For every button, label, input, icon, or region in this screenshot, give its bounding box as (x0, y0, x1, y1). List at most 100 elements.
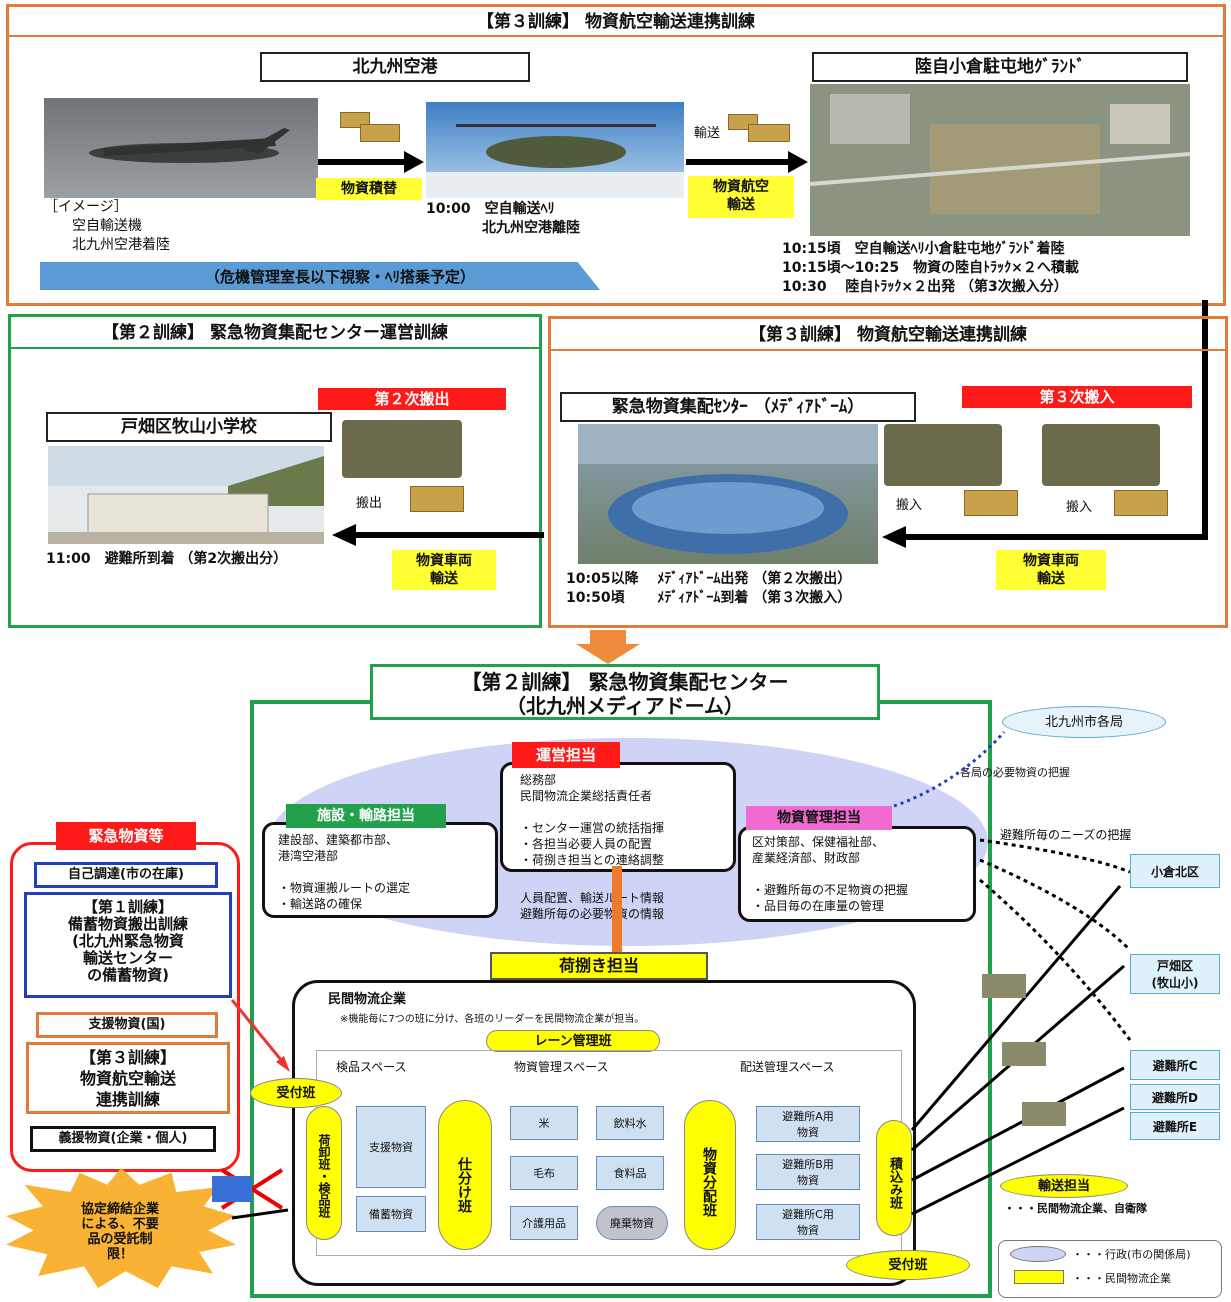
unload-team: 荷卸班・検品班 (306, 1106, 342, 1240)
lane-team: レーン管理班 (486, 1030, 660, 1052)
right-mid-panel: 【第３訓練】 物資航空輸送連携訓練 (548, 316, 1228, 628)
carry-out-label: 搬出 (356, 496, 383, 511)
handling-head: 荷捌き担当 (490, 952, 708, 980)
plane-caption: ［イメージ］ 空自輸送機 北九州空港着陸 (44, 198, 308, 260)
ground-label: 陸自小倉駐屯地ｸﾞﾗﾝﾄﾞ (812, 52, 1188, 82)
transport-team: 輸送担当 (1000, 1174, 1128, 1198)
city-bureaus: 北九州市各局 (1002, 706, 1166, 738)
dome-building-icon (578, 424, 878, 554)
sort-team: 仕分け班 (438, 1100, 492, 1250)
dome-photo (578, 424, 878, 564)
support-national: 支援物資(国) (36, 1012, 218, 1038)
vehicle-label-right: 物資車両 輸送 (996, 550, 1106, 590)
center-title: 【第２訓練】 緊急物資集配センター （北九州メディアドーム） (370, 664, 880, 720)
right-mid-title: 【第３訓練】 物資航空輸送連携訓練 (551, 319, 1225, 351)
burst-text: 協定締結企業 による、不要 品の受託制 限！ (80, 1202, 159, 1262)
arrowhead-2 (788, 151, 808, 173)
goods-space: 物資管理スペース (514, 1060, 609, 1074)
cargo-box-icon (748, 124, 790, 142)
arrowhead-1 (404, 151, 424, 173)
rice-cell: 米 (510, 1106, 578, 1140)
bureau-note: 各局の必要物資の把握 (960, 766, 1070, 779)
support-goods: 支援物資 (356, 1106, 426, 1188)
vehicle-label-left: 物資車両 輸送 (392, 550, 496, 590)
arrow-center-school (354, 532, 544, 538)
cargo-box-icon (964, 490, 1018, 516)
mgmt-body: 区対策部、保健福祉部、 産業経済部、財政部 ・避難所毎の不足物資の把握 ・品目毎… (752, 835, 909, 913)
dest-shelterE: 避難所E (1130, 1112, 1220, 1140)
truck-icon (982, 974, 1026, 998)
down-arrow-icon (576, 644, 640, 664)
reception-top: 受付班 (250, 1078, 342, 1108)
fac-body: 建設部、建築都市部、 港湾空港部 ・物資運搬ルートの選定 ・輸送路の確保 (278, 833, 411, 911)
care-cell: 介護用品 (510, 1206, 578, 1240)
left-mid-title: 【第２訓練】 緊急物資集配センター運営訓練 (11, 317, 539, 349)
cargo-box-icon (410, 486, 464, 512)
left-mid-panel: 【第２訓練】 緊急物資集配センター運営訓練 (8, 314, 542, 628)
dome-caption: 10:05以降 ﾒﾃﾞｨｱﾄﾞｰﾑ出発 （第２次搬出） 10:50頃 ﾒﾃﾞｨｱ… (566, 570, 994, 612)
water-cell: 飲料水 (596, 1106, 664, 1140)
mgmt-head: 物資管理担当 (746, 806, 892, 830)
dest-kokura: 小倉北区 (1130, 854, 1220, 888)
school-photo (48, 446, 324, 544)
legend-admin-swatch (1010, 1246, 1066, 1262)
carry-in-label-2: 搬入 (1066, 500, 1093, 515)
emergency-goods-head: 緊急物資等 (56, 822, 196, 850)
blanket-cell: 毛布 (510, 1156, 578, 1190)
aerial-photo (810, 84, 1190, 236)
dest-shelterC: 避難所C (1130, 1050, 1220, 1080)
legend-private-swatch (1014, 1270, 1064, 1284)
transport-small: 輸送 (694, 126, 721, 141)
down-arrow-shaft (590, 630, 626, 646)
arrowhead-4 (882, 526, 906, 548)
helicopter-photo (426, 102, 684, 198)
visit-banner-bg (40, 262, 600, 290)
arrow-plane-heli (318, 159, 408, 165)
food-cell: 食料品 (596, 1156, 664, 1190)
shelterB-goods: 避難所B用 物資 (756, 1154, 860, 1190)
air-transport-label: 物資航空 輸送 (688, 176, 794, 218)
arrow-heli-ground (686, 159, 792, 165)
carry-in-label: 搬入 (896, 498, 923, 513)
dest-tobata: 戸畑区 (牧山小) (1130, 954, 1220, 994)
visit-banner: （危機管理室長以下視察・ﾍﾘ搭乗予定） (204, 268, 475, 286)
plane-icon (89, 128, 290, 163)
info-text: 人員配置、輸送ルート情報 避難所毎の必要物資の情報 (520, 891, 665, 921)
truck-icon (884, 424, 1002, 486)
cargo-box-icon (1114, 490, 1168, 516)
legend-admin: ・・・行政(市の関係局) (1072, 1248, 1191, 1261)
aerial-map-icon (810, 84, 1190, 236)
blocked-truck-icon (212, 1176, 252, 1202)
top-panel: 【第３訓練】 物資航空輸送連携訓練 (6, 4, 1226, 306)
truck-icon (1042, 424, 1160, 486)
arrowhead-3 (332, 524, 356, 546)
shelterA-goods: 避難所A用 物資 (756, 1106, 860, 1142)
airport-label: 北九州空港 (260, 52, 530, 82)
shelter-note: 避難所毎のニーズの把握 (1000, 828, 1132, 842)
dist-team: 物資分配班 (684, 1100, 736, 1250)
transfer-label: 物資積替 (316, 178, 422, 200)
truck-icon (1022, 1102, 1066, 1126)
fac-head: 施設・輸路担当 (286, 804, 446, 828)
training3-box: 【第３訓練】 物資航空輸送 連携訓練 (26, 1042, 230, 1114)
delivery-space: 配送管理スペース (740, 1060, 835, 1074)
ground-caption: 10:15頃 空自輸送ﾍﾘ小倉駐屯地ｸﾞﾗﾝﾄﾞ着陸 10:15頃～10:25 … (782, 240, 1202, 298)
plane-photo (44, 98, 318, 198)
inspect-space: 検品スペース (336, 1060, 407, 1074)
truck-icon (342, 420, 462, 478)
dispatch2-badge: 第２次搬出 (318, 388, 506, 410)
logistics-note: ※機能毎に7つの班に分け、各班のリーダーを民間物流企業が担当。 (340, 1014, 645, 1025)
helicopter-icon (426, 124, 684, 198)
truck-icon (1002, 1042, 1046, 1066)
cargo-box-icon (360, 124, 400, 142)
top-panel-title: 【第３訓練】 物資航空輸送連携訓練 (9, 7, 1223, 37)
donation: 義援物資(企業・個人) (30, 1126, 216, 1152)
legend-box (998, 1240, 1222, 1298)
school-label: 戸畑区牧山小学校 (46, 412, 332, 442)
self-procure: 自己調達(市の在庫) (34, 862, 218, 888)
transport-team-desc: ・・・民間物流企業、自衛隊 (1004, 1202, 1147, 1215)
heli-caption: 10:00 空自輸送ﾍﾘ 北九州空港離陸 (426, 200, 688, 242)
training1-box: 【第１訓練】 備蓄物資搬出訓練 (北九州緊急物資 輸送センター の備蓄物資) (24, 892, 232, 998)
updown-arrow-icon (612, 866, 622, 952)
load-team: 積込み班 (876, 1120, 912, 1236)
